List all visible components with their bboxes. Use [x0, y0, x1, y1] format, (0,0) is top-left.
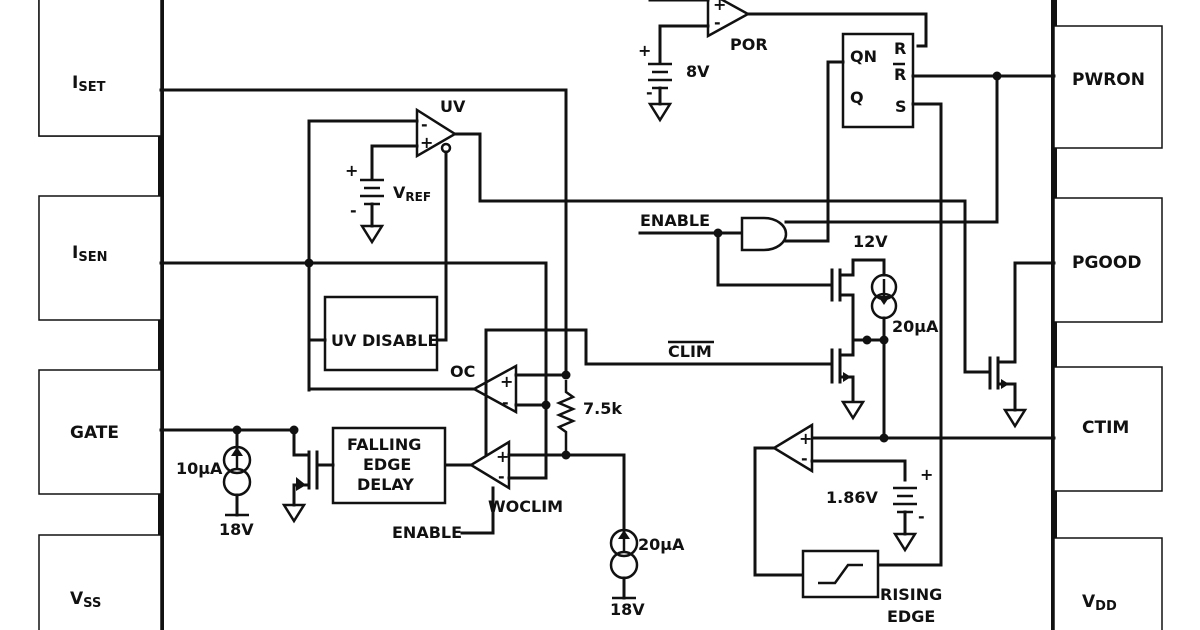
svg-text:VDD: VDD	[1082, 592, 1117, 614]
svg-text:R: R	[894, 65, 906, 84]
and-gate	[740, 216, 788, 252]
svg-text:-: -	[498, 467, 505, 486]
svg-text:+: +	[496, 447, 509, 466]
svg-text:Q: Q	[850, 88, 864, 107]
pin-ctim-label: CTIM	[1082, 418, 1129, 438]
svg-text:-: -	[421, 115, 428, 134]
falling-edge-delay-block: FALLING EDGE DELAY	[331, 426, 447, 505]
uv-disable-block: UV DISABLE	[323, 295, 438, 372]
pin-iset: ISET	[38, 0, 162, 137]
svg-text:1.86V: 1.86V	[826, 488, 878, 507]
uv-label: UV	[440, 97, 466, 116]
svg-text:VREF: VREF	[393, 183, 431, 204]
pin-ctim: CTIM	[1053, 366, 1163, 492]
sr-latch: QN Q R R S	[841, 32, 915, 129]
current-source-10ua: 10μA 18V	[176, 428, 254, 539]
svg-text:+: +	[920, 465, 933, 484]
current-source-20ua-top: 20μA	[870, 258, 939, 342]
woclim-comparator: + - WOCLIM	[468, 439, 563, 516]
current-source-20ua-bottom: 20μA 18V	[609, 528, 685, 619]
v8-label: 8V	[686, 62, 710, 81]
oc-label: OC	[450, 362, 475, 381]
svg-text:VSS: VSS	[70, 589, 101, 611]
gate-pulldown-nmos	[281, 428, 319, 524]
oc-comparator: + - OC	[450, 362, 518, 415]
svg-text:-: -	[801, 449, 808, 468]
pin-isen: ISEN	[38, 195, 162, 321]
svg-text:EDGE: EDGE	[887, 607, 935, 626]
pin-gate: GATE	[38, 369, 162, 495]
svg-text:ISET: ISET	[72, 73, 106, 95]
enable-top-label: ENABLE	[640, 211, 710, 230]
pin-vdd: VDD	[1053, 537, 1163, 630]
svg-text:+: +	[420, 133, 433, 152]
por-comparator: + - POR	[648, 0, 928, 64]
svg-text:18V: 18V	[610, 600, 645, 619]
svg-text:+: +	[799, 429, 812, 448]
svg-text:S: S	[895, 97, 907, 116]
pin-pwron-label: PWRON	[1072, 70, 1145, 90]
svg-text:10μA: 10μA	[176, 459, 223, 478]
svg-text:7.5k: 7.5k	[583, 399, 622, 418]
pin-gate-label: GATE	[70, 423, 119, 443]
svg-text:ISEN: ISEN	[72, 243, 107, 265]
svg-text:QN: QN	[850, 47, 877, 66]
svg-text:DELAY: DELAY	[357, 475, 414, 494]
svg-text:RISING: RISING	[880, 585, 942, 604]
svg-text:+: +	[345, 161, 358, 180]
clim-label: CLIM	[668, 342, 712, 361]
svg-text:18V: 18V	[219, 520, 254, 539]
pmos-12v	[830, 258, 886, 342]
svg-text:-: -	[646, 83, 653, 102]
resistor-7-5k: 7.5k	[555, 380, 622, 455]
battery-vref: + - VREF	[345, 161, 431, 245]
pgood-nmos	[988, 261, 1056, 429]
uv-comparator: - + UV	[415, 97, 466, 159]
por-label: POR	[730, 35, 768, 54]
battery-1-86v: + - 1.86V	[826, 465, 933, 553]
svg-text:-: -	[502, 393, 509, 412]
svg-text:R: R	[894, 39, 906, 58]
v12-label: 12V	[853, 232, 888, 251]
svg-text:+: +	[638, 41, 651, 60]
svg-text:FALLING: FALLING	[347, 435, 421, 454]
svg-text:20μA: 20μA	[892, 317, 939, 336]
svg-text:-: -	[350, 201, 357, 220]
rising-edge-block: RISING EDGE	[801, 549, 942, 626]
pin-pwron: PWRON	[1053, 25, 1163, 149]
woclim-label: WOCLIM	[488, 497, 563, 516]
svg-text:-: -	[918, 507, 925, 526]
svg-text:-: -	[714, 13, 721, 32]
pin-pgood: PGOOD	[1053, 197, 1163, 323]
svg-text:UV DISABLE: UV DISABLE	[331, 331, 438, 350]
pin-pgood-label: PGOOD	[1072, 253, 1141, 273]
ctim-comparator: + -	[771, 422, 814, 474]
svg-text:+: +	[713, 0, 726, 14]
clim-nmos	[830, 338, 866, 421]
pin-vss: VSS	[38, 534, 162, 630]
svg-text:+: +	[500, 372, 513, 391]
svg-text:EDGE: EDGE	[363, 455, 411, 474]
svg-text:20μA: 20μA	[638, 535, 685, 554]
enable-bottom-label: ENABLE	[392, 523, 462, 542]
battery-8v: + - 8V	[638, 41, 710, 123]
